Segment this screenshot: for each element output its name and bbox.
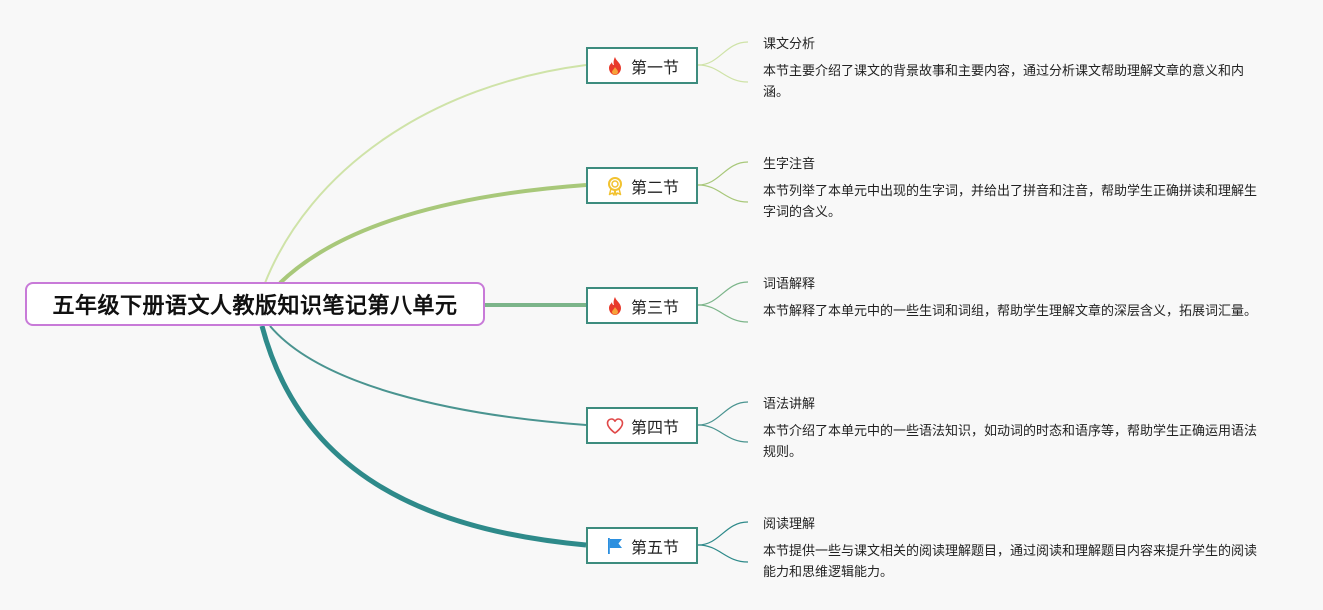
branch-connector-5 <box>259 325 587 548</box>
topic-section-1[interactable]: 第一节 <box>586 47 698 84</box>
sub-connector-4-desc <box>697 424 749 443</box>
sub-connector-5-desc <box>697 544 749 563</box>
section-2-title[interactable]: 生字注音 <box>763 157 816 172</box>
topic-section-4[interactable]: 第四节 <box>586 407 698 444</box>
fire-icon <box>605 296 625 316</box>
root-topic[interactable]: 五年级下册语文人教版知识笔记第八单元 <box>25 282 485 326</box>
sub-connector-3-title <box>697 281 749 306</box>
topic-section-1-label: 第一节 <box>630 57 679 77</box>
branch-connector-4 <box>269 325 587 426</box>
section-2-description[interactable]: 本节列举了本单元中出现的生字词，并给出了拼音和注音，帮助学生正确拼读和理解生字词… <box>763 184 1258 220</box>
topic-section-5[interactable]: 第五节 <box>586 527 698 564</box>
section-1-title[interactable]: 课文分析 <box>763 37 816 52</box>
topic-section-2[interactable]: 第二节 <box>586 167 698 204</box>
section-4-description[interactable]: 本节介绍了本单元中的一些语法知识，如动词的时态和语序等，帮助学生正确运用语法规则… <box>763 424 1258 460</box>
section-1-description[interactable]: 本节主要介绍了课文的背景故事和主要内容，通过分析课文帮助理解文章的意义和内涵。 <box>763 64 1245 100</box>
fire-icon <box>605 56 625 76</box>
sub-connector-4-title <box>697 401 749 426</box>
root-topic-label: 五年级下册语文人教版知识笔记第八单元 <box>52 294 458 319</box>
section-5-title[interactable]: 阅读理解 <box>763 517 816 532</box>
sub-connector-2-desc <box>697 184 749 203</box>
branch-connector-2 <box>278 183 587 285</box>
sub-connector-5-title <box>697 521 749 546</box>
topic-section-4-label: 第四节 <box>630 417 679 437</box>
topic-section-5-label: 第五节 <box>630 537 679 557</box>
section-5-description[interactable]: 本节提供一些与课文相关的阅读理解题目，通过阅读和理解题目内容来提升学生的阅读能力… <box>763 544 1258 580</box>
topic-section-3[interactable]: 第三节 <box>586 287 698 324</box>
topic-section-2-label: 第二节 <box>630 177 679 197</box>
sub-connector-3-desc <box>697 304 749 323</box>
section-4-title[interactable]: 语法讲解 <box>763 397 816 412</box>
sub-connector-1-desc <box>697 64 749 83</box>
section-3-title[interactable]: 词语解释 <box>763 277 816 292</box>
sub-connector-1-title <box>697 41 749 66</box>
heart-icon <box>605 416 625 436</box>
award-ribbon-icon <box>605 176 625 196</box>
sub-connector-2-title <box>697 161 749 186</box>
topic-section-3-label: 第三节 <box>630 297 679 317</box>
section-3-description[interactable]: 本节解释了本单元中的一些生词和词组，帮助学生理解文章的深层含义，拓展词汇量。 <box>763 304 1258 319</box>
flag-icon <box>605 536 625 556</box>
branch-connector-1 <box>264 64 587 284</box>
